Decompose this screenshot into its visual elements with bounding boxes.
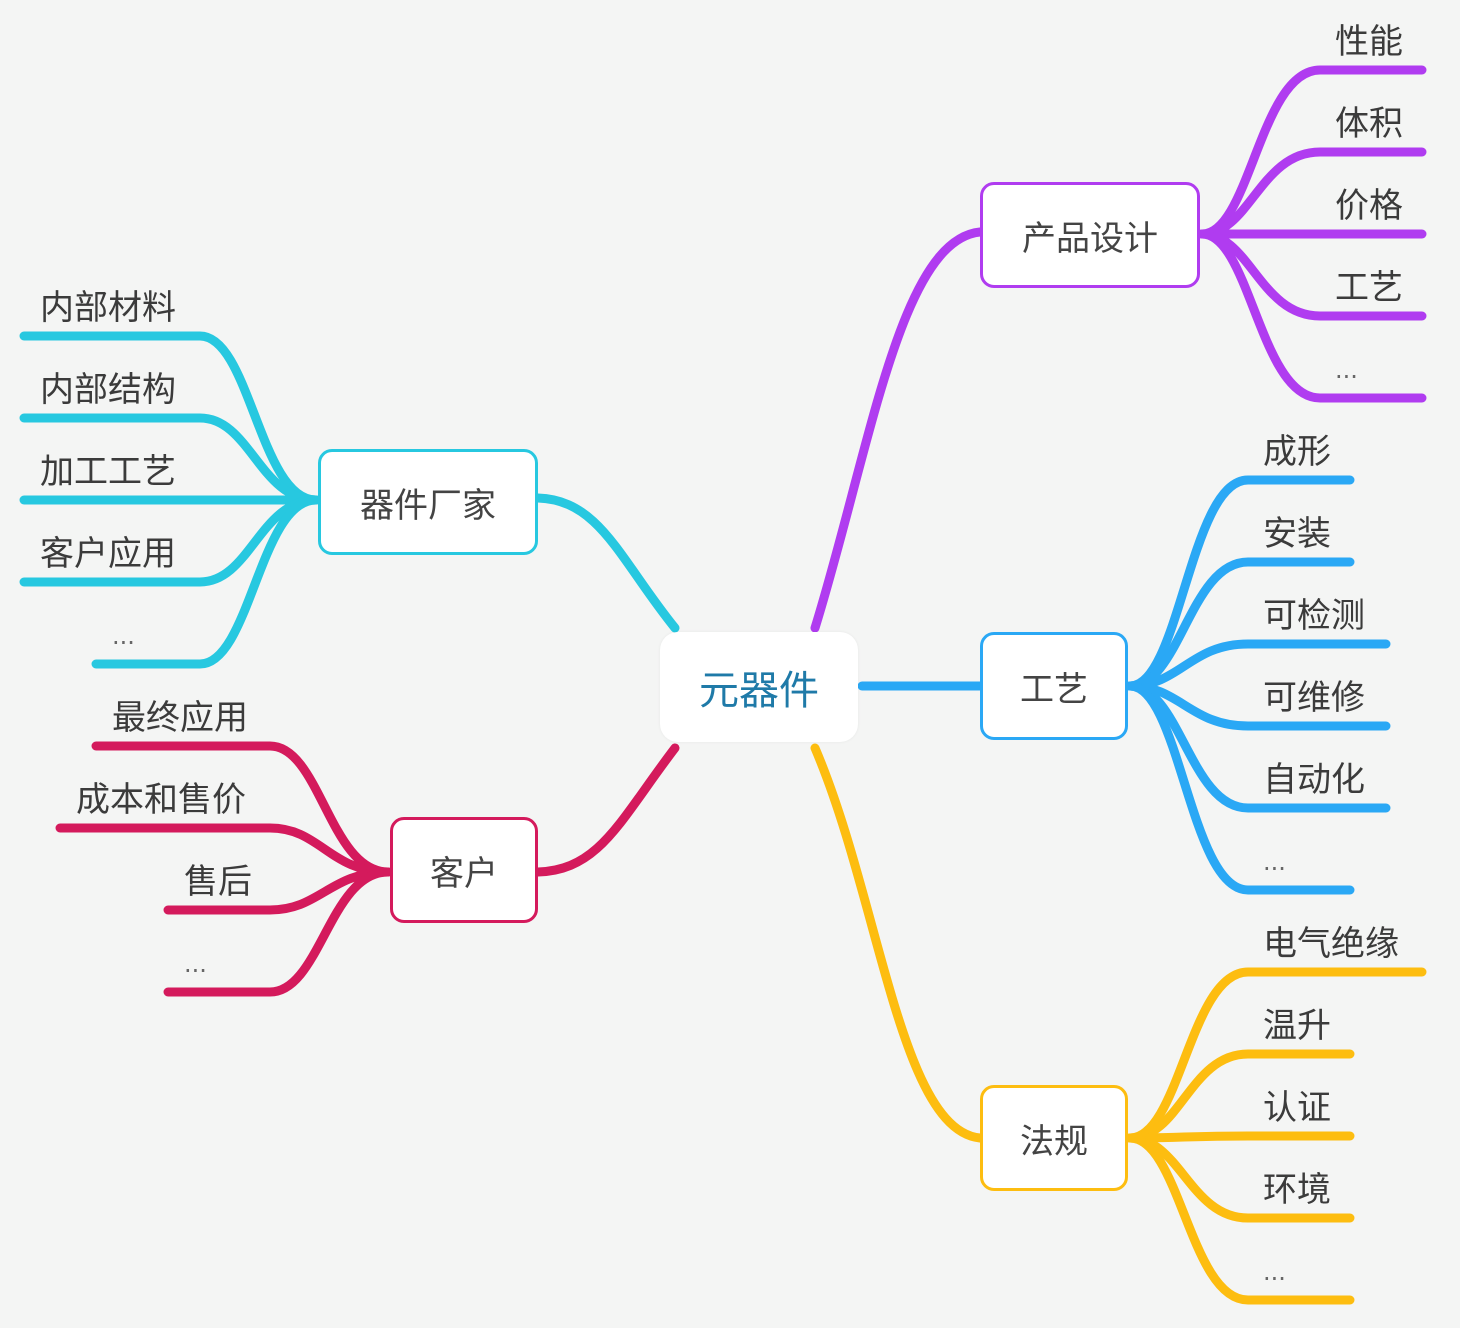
connector-leaf-customer-3: [163, 867, 393, 997]
leaf-more[interactable]: ...: [1263, 1258, 1286, 1286]
root-node[interactable]: 元器件: [660, 632, 858, 742]
connector-root-product-design: [810, 227, 985, 633]
leaf-more[interactable]: ...: [1335, 356, 1358, 384]
leaf-price[interactable]: 价格: [1335, 186, 1403, 226]
connector-leaf-regulations-4: [1125, 1133, 1355, 1305]
leaf-more[interactable]: ...: [184, 950, 207, 978]
leaf-end-application[interactable]: 最终应用: [112, 698, 248, 738]
branch-node-product-design[interactable]: 产品设计: [980, 182, 1200, 288]
leaf-certification[interactable]: 认证: [1263, 1088, 1331, 1128]
leaf-volume[interactable]: 体积: [1335, 104, 1403, 144]
leaf-more[interactable]: ...: [1263, 848, 1286, 876]
leaf-internal-materials[interactable]: 内部材料: [40, 288, 176, 328]
leaf-customer-application[interactable]: 客户应用: [40, 534, 176, 574]
branch-node-process[interactable]: 工艺: [980, 632, 1128, 740]
connector-root-manufacturer: [533, 493, 680, 633]
leaf-insulation[interactable]: 电气绝缘: [1263, 924, 1399, 964]
connector-leaf-process-5: [1125, 681, 1355, 895]
leaf-more[interactable]: ...: [112, 622, 135, 650]
leaf-installation[interactable]: 安装: [1263, 514, 1331, 554]
connector-root-regulations: [810, 743, 985, 1143]
leaf-environment[interactable]: 环境: [1263, 1170, 1331, 1210]
branch-node-regulations[interactable]: 法规: [980, 1085, 1128, 1191]
leaf-processing-craft[interactable]: 加工工艺: [40, 452, 176, 492]
connector-leaf-manufacturer-4: [91, 495, 321, 669]
leaf-automation[interactable]: 自动化: [1263, 760, 1365, 800]
leaf-craft[interactable]: 工艺: [1335, 268, 1403, 308]
leaf-performance[interactable]: 性能: [1335, 22, 1403, 62]
leaf-maintainable[interactable]: 可维修: [1263, 678, 1365, 718]
leaf-internal-structure[interactable]: 内部结构: [40, 370, 176, 410]
branch-node-customer[interactable]: 客户: [390, 817, 538, 923]
branch-node-device-manufacturer[interactable]: 器件厂家: [318, 449, 538, 555]
connector-root-customer: [533, 743, 680, 877]
leaf-temp-rise[interactable]: 温升: [1263, 1006, 1331, 1046]
leaf-cost-and-price[interactable]: 成本和售价: [76, 780, 246, 820]
connector-leaf-process-0: [1125, 475, 1355, 691]
connector-leaf-product-4: [1197, 229, 1427, 403]
leaf-forming[interactable]: 成形: [1263, 432, 1331, 472]
leaf-testable[interactable]: 可检测: [1263, 596, 1365, 636]
leaf-after-sales[interactable]: 售后: [184, 862, 252, 902]
connector-leaf-regulations-2: [1125, 1131, 1355, 1143]
